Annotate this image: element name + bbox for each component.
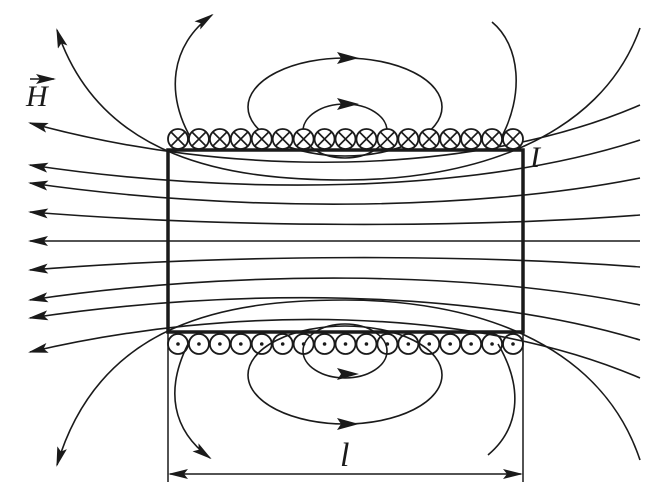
coil-turn-into-page	[250, 128, 273, 150]
coil-turn-out-of-page	[292, 333, 315, 355]
edge-field-line-bottom-left	[174, 343, 212, 460]
coil-turn-into-page	[292, 128, 315, 150]
coil-turn-into-page	[418, 128, 441, 150]
coil-turn-out-of-page	[313, 333, 336, 355]
field-line	[28, 256, 641, 274]
field-line	[28, 296, 641, 341]
coil-turns-top	[167, 128, 524, 150]
coil-turn-out-of-page	[229, 333, 252, 355]
solenoid-body	[166, 148, 525, 334]
coil-turn-out-of-page	[271, 333, 294, 355]
field-line	[28, 208, 641, 226]
coil-turn-into-page	[334, 128, 357, 150]
coil-turn-out-of-page	[208, 333, 231, 355]
current-label: I	[529, 141, 542, 174]
coil-turn-out-of-page	[355, 333, 378, 355]
coil-turn-into-page	[460, 128, 483, 150]
direction-arrow-icon	[337, 98, 359, 110]
coil-turn-out-of-page	[502, 333, 524, 355]
edge-field-line-top-right	[491, 21, 517, 141]
coil-turns-bottom	[167, 333, 524, 355]
edge-field-line-bottom-right	[487, 343, 516, 456]
coil-turn-into-page	[502, 128, 524, 150]
field-line	[28, 104, 641, 164]
coil-turn-out-of-page	[250, 333, 273, 355]
coil-turn-into-page	[313, 128, 336, 150]
coil-turn-into-page	[439, 128, 462, 150]
field-line	[28, 318, 641, 379]
outer-field-line-top	[56, 27, 641, 181]
coil-turn-into-page	[229, 128, 252, 150]
coil-turn-out-of-page	[188, 333, 210, 355]
field-line	[28, 177, 641, 205]
direction-arrow-icon	[337, 52, 359, 64]
field-vector-label: H	[25, 80, 50, 113]
coil-turn-into-page	[481, 128, 503, 150]
direction-arrow-icon	[337, 418, 359, 430]
length-dimension: l	[167, 332, 524, 482]
field-line	[28, 139, 641, 186]
field-label: H	[25, 74, 56, 113]
direction-arrow-icon	[337, 368, 359, 380]
field-loop-bottom-inner	[302, 323, 388, 379]
coil-turn-out-of-page	[167, 333, 189, 355]
coil-turn-out-of-page	[334, 333, 357, 355]
length-label: l	[340, 437, 349, 474]
coil-turn-into-page	[188, 128, 210, 150]
coil-turn-into-page	[376, 128, 399, 150]
field-line	[28, 277, 641, 306]
coil-turn-out-of-page	[439, 333, 462, 355]
field-lines	[28, 13, 641, 467]
edge-field-line-top-left	[174, 13, 214, 141]
coil-turn-into-page	[208, 128, 231, 150]
coil-turn-out-of-page	[460, 333, 483, 355]
coil-turn-out-of-page	[481, 333, 503, 355]
coil-turn-into-page	[355, 128, 378, 150]
coil-turn-out-of-page	[397, 333, 420, 355]
coil-turn-into-page	[167, 128, 189, 150]
coil-turn-out-of-page	[418, 333, 441, 355]
coil-turn-out-of-page	[376, 333, 399, 355]
outer-field-line-bottom	[56, 299, 641, 467]
coil-turn-into-page	[271, 128, 294, 150]
coil-turn-into-page	[397, 128, 420, 150]
